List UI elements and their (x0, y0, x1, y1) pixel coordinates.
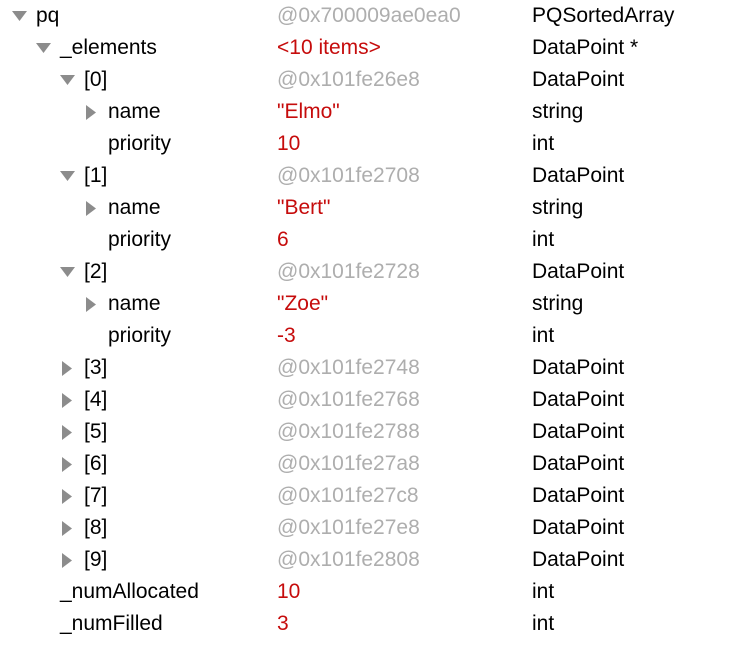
variable-name: name (108, 196, 161, 219)
disclosure-triangle-down-icon[interactable] (10, 0, 28, 32)
variable-type: int (532, 228, 555, 251)
tree-row[interactable]: _elements <10 items> DataPoint * (0, 32, 752, 64)
tree-row[interactable]: [4] @0x101fe2768 DataPoint (0, 384, 752, 416)
variable-type: DataPoint (532, 420, 625, 443)
variable-value[interactable]: 10 (277, 132, 301, 155)
variable-type: int (532, 580, 555, 603)
disclosure-triangle-down-icon[interactable] (58, 64, 76, 96)
variable-value[interactable]: 10 (277, 580, 301, 603)
variable-name: _numAllocated (60, 580, 199, 603)
variable-value[interactable]: "Elmo" (277, 100, 340, 123)
variable-type: DataPoint (532, 548, 625, 571)
tree-row[interactable]: [2] @0x101fe2728 DataPoint (0, 256, 752, 288)
variable-type: string (532, 100, 584, 123)
variable-type: DataPoint (532, 164, 625, 187)
variable-name: priority (108, 324, 172, 347)
variable-name: [3] (84, 356, 108, 379)
variable-type: DataPoint * (532, 36, 639, 59)
tree-row[interactable]: name "Bert" string (0, 192, 752, 224)
variable-name: [6] (84, 452, 108, 475)
variable-type: string (532, 196, 584, 219)
variable-type: DataPoint (532, 356, 625, 379)
variable-name: name (108, 292, 161, 315)
tree-row[interactable]: [3] @0x101fe2748 DataPoint (0, 352, 752, 384)
variable-type: DataPoint (532, 260, 625, 283)
variable-name: [4] (84, 388, 108, 411)
variable-value[interactable]: 3 (277, 612, 289, 635)
variable-value-address[interactable]: @0x101fe2768 (277, 388, 420, 411)
tree-row[interactable]: priority 10 int (0, 128, 752, 160)
tree-row[interactable]: [5] @0x101fe2788 DataPoint (0, 416, 752, 448)
disclosure-triangle-right-icon[interactable] (82, 288, 100, 320)
disclosure-triangle-down-icon[interactable] (58, 256, 76, 288)
disclosure-triangle-right-icon[interactable] (82, 96, 100, 128)
variable-value-address[interactable]: @0x101fe2808 (277, 548, 420, 571)
disclosure-triangle-down-icon[interactable] (58, 160, 76, 192)
variable-name: [0] (84, 68, 108, 91)
variable-type: int (532, 612, 555, 635)
variable-name: [8] (84, 516, 108, 539)
variable-value-address[interactable]: @0x101fe2728 (277, 260, 420, 283)
variable-value-address[interactable]: @0x101fe2788 (277, 420, 420, 443)
tree-row[interactable]: priority 6 int (0, 224, 752, 256)
variable-name: _elements (60, 36, 157, 59)
disclosure-triangle-right-icon[interactable] (58, 512, 76, 544)
tree-row[interactable]: [8] @0x101fe27e8 DataPoint (0, 512, 752, 544)
disclosure-triangle-right-icon[interactable] (58, 416, 76, 448)
variable-name: pq (36, 4, 60, 27)
tree-row[interactable]: [0] @0x101fe26e8 DataPoint (0, 64, 752, 96)
disclosure-triangle-right-icon[interactable] (58, 448, 76, 480)
variable-value-address[interactable]: @0x700009ae0ea0 (277, 4, 461, 27)
disclosure-triangle-right-icon[interactable] (82, 192, 100, 224)
variable-value-address[interactable]: @0x101fe2748 (277, 356, 420, 379)
variable-value[interactable]: "Zoe" (277, 292, 329, 315)
variable-name: [9] (84, 548, 108, 571)
variable-name: [1] (84, 164, 108, 187)
tree-row[interactable]: [1] @0x101fe2708 DataPoint (0, 160, 752, 192)
variable-type: DataPoint (532, 388, 625, 411)
tree-row[interactable]: [9] @0x101fe2808 DataPoint (0, 544, 752, 576)
variable-value-address[interactable]: @0x101fe2708 (277, 164, 420, 187)
variable-value-address[interactable]: @0x101fe27a8 (277, 452, 420, 475)
tree-row[interactable]: [6] @0x101fe27a8 DataPoint (0, 448, 752, 480)
tree-row[interactable]: priority -3 int (0, 320, 752, 352)
variable-type: DataPoint (532, 452, 625, 475)
variable-type: string (532, 292, 584, 315)
variable-value-address[interactable]: @0x101fe26e8 (277, 68, 420, 91)
variable-name: [5] (84, 420, 108, 443)
variable-value[interactable]: -3 (277, 324, 296, 347)
variable-type: DataPoint (532, 68, 625, 91)
variable-type: int (532, 132, 555, 155)
disclosure-triangle-right-icon[interactable] (58, 480, 76, 512)
variable-value[interactable]: "Bert" (277, 196, 331, 219)
disclosure-triangle-right-icon[interactable] (58, 384, 76, 416)
tree-row[interactable]: name "Zoe" string (0, 288, 752, 320)
variable-value-address[interactable]: @0x101fe27c8 (277, 484, 419, 507)
variable-type: DataPoint (532, 484, 625, 507)
variable-type: DataPoint (532, 516, 625, 539)
disclosure-triangle-right-icon[interactable] (58, 352, 76, 384)
variable-name: priority (108, 132, 172, 155)
tree-row[interactable]: pq @0x700009ae0ea0 PQSortedArray (0, 0, 752, 32)
variable-name: _numFilled (60, 612, 163, 635)
variable-type: int (532, 324, 555, 347)
variable-name: [2] (84, 260, 108, 283)
variable-value-address[interactable]: @0x101fe27e8 (277, 516, 420, 539)
tree-row[interactable]: _numAllocated 10 int (0, 576, 752, 608)
disclosure-triangle-down-icon[interactable] (34, 32, 52, 64)
tree-row[interactable]: [7] @0x101fe27c8 DataPoint (0, 480, 752, 512)
variable-name: [7] (84, 484, 108, 507)
variable-name: name (108, 100, 161, 123)
variable-value[interactable]: <10 items> (277, 36, 381, 59)
tree-row[interactable]: name "Elmo" string (0, 96, 752, 128)
variable-value[interactable]: 6 (277, 228, 289, 251)
disclosure-triangle-right-icon[interactable] (58, 544, 76, 576)
tree-row[interactable]: _numFilled 3 int (0, 608, 752, 640)
variable-type: PQSortedArray (532, 4, 675, 27)
variable-name: priority (108, 228, 172, 251)
